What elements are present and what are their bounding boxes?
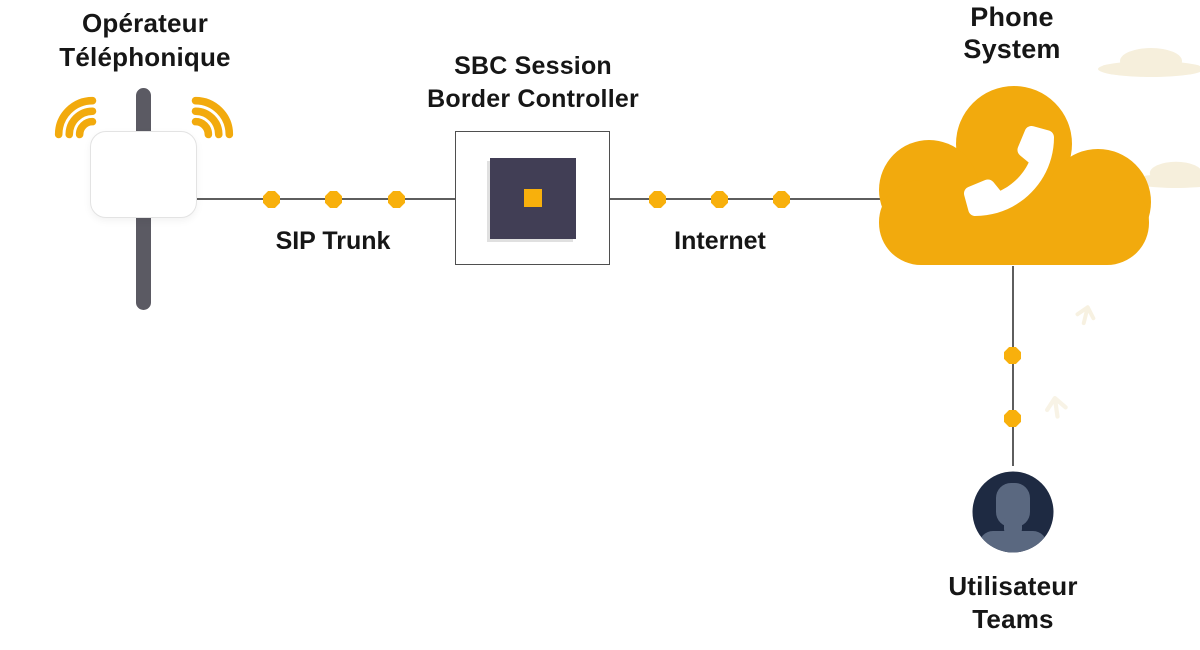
sparkle-icon — [1075, 305, 1096, 326]
phone-handset-icon — [964, 126, 1054, 216]
operator-label-line1: Opérateur — [81, 8, 209, 38]
phone-system-label-line1: Phone — [970, 2, 1054, 32]
connection-dot — [649, 191, 666, 208]
operator-label-line2: Téléphonique — [59, 42, 231, 72]
background-cloud-icon — [1098, 48, 1200, 77]
sbc-label: SBC Session Border Controller — [408, 50, 658, 116]
teams-user-label-line1: Utilisateur — [948, 571, 1078, 601]
teams-user-label-line2: Teams — [972, 604, 1054, 634]
teams-user-line — [1012, 266, 1014, 466]
phone-system-label-line2: System — [963, 34, 1061, 64]
sip-trunk-label: SIP Trunk — [275, 227, 391, 255]
sparkle-icon — [1044, 395, 1068, 419]
connection-dot — [773, 191, 790, 208]
wifi-left-icon — [54, 96, 97, 139]
operator-label: Opérateur Téléphonique — [20, 6, 270, 74]
connection-dot — [1004, 347, 1021, 364]
teams-user-label: Utilisateur Teams — [903, 570, 1123, 636]
phone-system-label: Phone System — [912, 1, 1112, 65]
sbc-chip-body — [489, 157, 576, 239]
sbc-label-line2: Border Controller — [427, 85, 639, 113]
internet-label: Internet — [674, 227, 766, 255]
antenna-icon — [40, 85, 250, 315]
connection-dot — [1004, 410, 1021, 427]
sbc-chip-core — [523, 189, 542, 207]
connection-dot — [263, 191, 280, 208]
connection-dot — [388, 191, 405, 208]
sbc-icon — [455, 131, 610, 265]
antenna-body — [90, 131, 197, 218]
sbc-label-line1: SBC Session — [454, 52, 612, 80]
user-avatar-icon — [972, 471, 1054, 553]
internet-line — [610, 198, 882, 200]
connection-dot — [325, 191, 342, 208]
connection-dot — [711, 191, 728, 208]
wifi-right-icon — [191, 96, 234, 139]
